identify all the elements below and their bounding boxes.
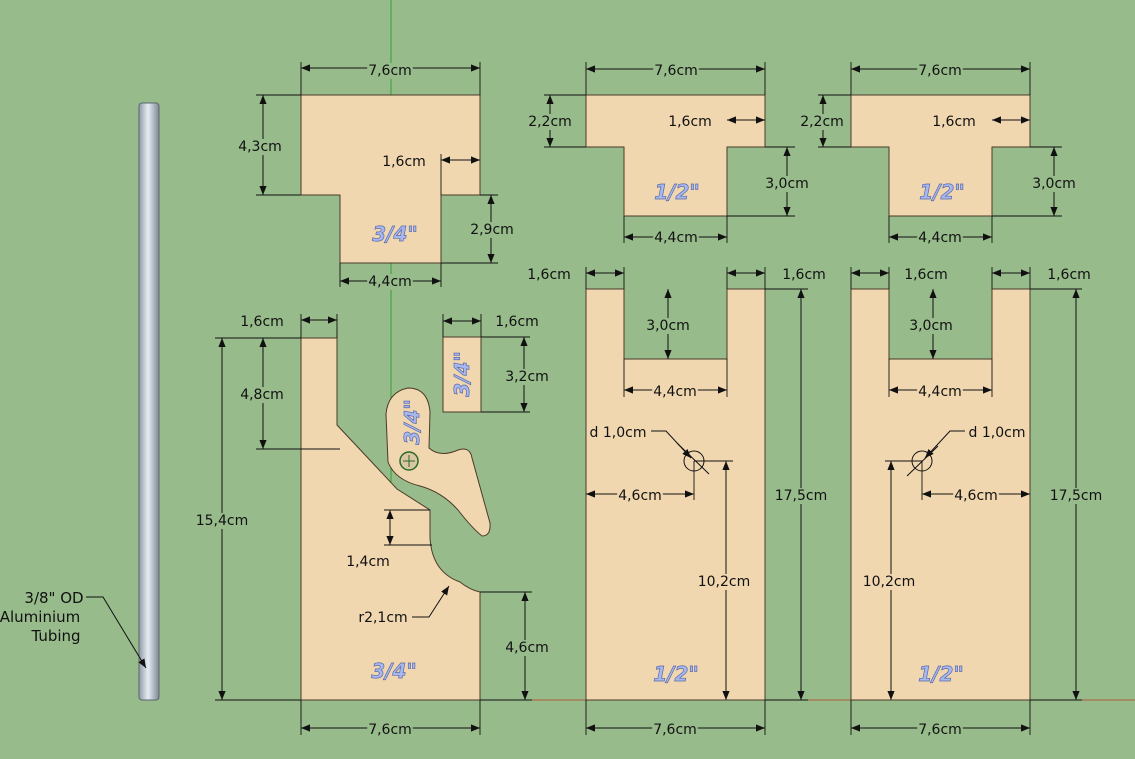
- top-right-step-dim: 3,0cm: [1032, 176, 1076, 192]
- mid-tall-right-arm-dim: 1,6cm: [782, 267, 826, 283]
- top-mid-part[interactable]: 1/2" 7,6cm 2,2cm 1,6cm 3,0cm 4,4cm: [527, 62, 810, 246]
- right-tall-hole-height-dim: 10,2cm: [863, 574, 916, 590]
- top-left-notch-dim: 1,6cm: [382, 154, 426, 170]
- top-right-height-dim: 2,2cm: [800, 114, 844, 130]
- mid-tall-total-height-dim: 17,5cm: [775, 488, 828, 504]
- tube-label-line2: Aluminium: [0, 608, 80, 626]
- tube-label-line3: Tubing: [30, 627, 80, 645]
- left-tall-radius-dim: r2,1cm: [358, 610, 407, 626]
- lever-thickness-label: 3/4": [400, 399, 424, 445]
- top-right-part[interactable]: 1/2" 7,6cm 2,2cm 1,6cm 3,0cm 4,4cm: [799, 62, 1077, 246]
- right-tall-thickness-label: 1/2": [918, 662, 964, 686]
- left-tall-gap-dim: 1,4cm: [346, 554, 390, 570]
- top-left-width-dim: 7,6cm: [368, 63, 412, 79]
- top-mid-height-dim: 2,2cm: [528, 114, 572, 130]
- top-left-height-dim: 4,3cm: [238, 139, 282, 155]
- left-tall-top-width-dim: 1,6cm: [240, 314, 284, 330]
- mid-tall-hole-height-dim: 10,2cm: [698, 574, 751, 590]
- mid-tall-thickness-label: 1/2": [653, 662, 699, 686]
- tube-leader-line: [86, 596, 147, 669]
- right-tall-slot-width-dim: 4,4cm: [918, 384, 962, 400]
- right-tall-hole-dim: d 1,0cm: [969, 425, 1026, 441]
- mid-tall-left-arm-dim: 1,6cm: [527, 267, 571, 283]
- top-right-bottom-width-dim: 4,4cm: [918, 230, 962, 246]
- right-tall-slot-depth-dim: 3,0cm: [909, 318, 953, 334]
- left-tall-thickness-label: 3/4": [371, 659, 417, 683]
- top-mid-step-dim: 3,0cm: [765, 176, 809, 192]
- left-tall-top-height-dim: 4,8cm: [240, 387, 284, 403]
- small-block-height-dim: 3,2cm: [505, 369, 549, 385]
- top-right-width-dim: 7,6cm: [918, 63, 962, 79]
- top-left-bottom-width-dim: 4,4cm: [368, 274, 412, 290]
- mid-tall-base-width-dim: 7,6cm: [653, 722, 697, 738]
- mid-tall-part[interactable]: 1/2" 1,6cm 1,6cm 3,0cm 4,4cm d 1,0cm 4,6…: [526, 267, 829, 738]
- small-block[interactable]: 3/4" 1,6cm 3,2cm: [442, 314, 550, 413]
- top-mid-notch-dim: 1,6cm: [668, 114, 712, 130]
- aluminium-tube[interactable]: 3/8" OD Aluminium Tubing: [0, 102, 160, 701]
- right-tall-total-height-dim: 17,5cm: [1050, 488, 1103, 504]
- right-tall-left-arm-dim: 1,6cm: [904, 267, 948, 283]
- top-right-notch-dim: 1,6cm: [932, 114, 976, 130]
- right-tall-hole-x-dim: 4,6cm: [954, 488, 998, 504]
- left-tall-part[interactable]: 3/4" 1,6cm 4,8cm 15,4cm 1,4cm r2,1cm 4,6…: [194, 314, 550, 738]
- top-mid-bottom-width-dim: 4,4cm: [654, 230, 698, 246]
- tube-label-line1: 3/8" OD: [24, 589, 83, 607]
- right-tall-part[interactable]: 1/2" 1,6cm 1,6cm 3,0cm 4,4cm d 1,0cm 4,6…: [850, 267, 1104, 738]
- lever-part[interactable]: 3/4": [385, 387, 491, 537]
- mid-tall-slot-width-dim: 4,4cm: [653, 384, 697, 400]
- top-mid-thickness-label: 1/2": [654, 180, 700, 204]
- top-right-thickness-label: 1/2": [919, 180, 965, 204]
- mid-tall-hole-x-dim: 4,6cm: [618, 488, 662, 504]
- mid-tall-slot-depth-dim: 3,0cm: [646, 318, 690, 334]
- top-left-part[interactable]: 3/4" 7,6cm 4,3cm 1,6cm 2,9cm 4,4cm: [237, 62, 515, 290]
- right-tall-right-arm-dim: 1,6cm: [1047, 267, 1091, 283]
- top-left-step-dim: 2,9cm: [470, 222, 514, 238]
- left-tall-total-height-dim: 15,4cm: [196, 513, 249, 529]
- left-tall-foot-height-dim: 4,6cm: [505, 640, 549, 656]
- top-left-thickness-label: 3/4": [372, 222, 418, 246]
- small-block-width-dim: 1,6cm: [495, 314, 539, 330]
- small-block-thickness-label: 3/4": [450, 351, 474, 397]
- right-tall-base-width-dim: 7,6cm: [918, 722, 962, 738]
- left-tall-base-width-dim: 7,6cm: [368, 722, 412, 738]
- mid-tall-hole-dim: d 1,0cm: [590, 425, 647, 441]
- top-mid-width-dim: 7,6cm: [654, 63, 698, 79]
